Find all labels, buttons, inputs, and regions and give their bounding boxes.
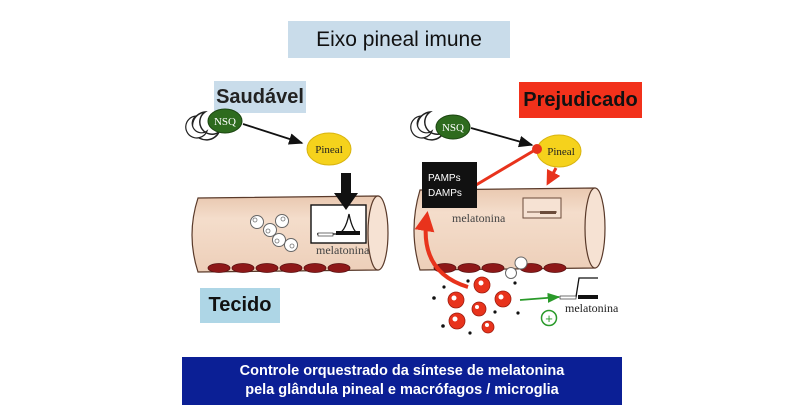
pamps-inhibition-line [475, 148, 536, 187]
pineal-node-impaired: Pineal [536, 134, 582, 168]
healthy-label: Saudável [216, 85, 304, 108]
pineal-node: Pineal [306, 132, 352, 166]
inhibition-dot [532, 144, 542, 154]
melatonin-label-vessel: melatonina [452, 211, 506, 225]
nsq-to-pineal-arrow-impaired [470, 127, 534, 148]
melatonin-label-macrophage: melatonina [565, 301, 619, 315]
pineal-label-impaired: Pineal [547, 146, 575, 158]
melatonin-label-healthy: melatonina [316, 243, 370, 257]
nsq-label-impaired: NSQ [442, 122, 464, 134]
title-box: Eixo pineal imune [288, 21, 510, 58]
melatonin-pulse-graph [310, 204, 367, 244]
impaired-label-box: Prejudicado [519, 82, 642, 118]
impaired-panel: NSQ Pineal [410, 110, 619, 335]
tissue-label-box: Tecido [200, 288, 280, 323]
tissue-label: Tecido [208, 294, 272, 316]
infection-signal-arrow [414, 211, 469, 289]
footer-line-2: pela glândula pineal e macrófagos / micr… [245, 382, 559, 398]
pamps-label: PAMPs [428, 173, 461, 184]
impaired-label: Prejudicado [523, 88, 638, 111]
melatonin-graph-impaired [522, 197, 562, 219]
footer-caption: Controle orquestrado da síntese de melat… [182, 357, 622, 405]
footer-line-1: Controle orquestrado da síntese de melat… [239, 363, 565, 379]
healthy-panel: NSQ Pineal [185, 108, 389, 273]
pineal-output-arrow [334, 173, 358, 210]
page-title: Eixo pineal imune [316, 27, 482, 51]
plus-icon: + [540, 309, 558, 327]
pineal-reduced-arrow [546, 167, 561, 186]
melatonin-step-graph [559, 277, 598, 300]
healthy-label-box: Saudável [214, 81, 306, 113]
pamps-damps-box: PAMPs DAMPs [422, 162, 477, 208]
infected-cells [432, 276, 520, 335]
damps-label: DAMPs [428, 188, 462, 199]
macrophage-synthesis-arrow [519, 292, 561, 303]
nsq-node-impaired: NSQ [435, 114, 471, 140]
moon-icon [185, 110, 221, 141]
nsq-to-pineal-arrow [242, 123, 304, 145]
nsq-node: NSQ [207, 108, 243, 134]
pineal-label: Pineal [315, 144, 343, 156]
plus-sign: + [545, 311, 553, 326]
nsq-label: NSQ [214, 116, 236, 128]
